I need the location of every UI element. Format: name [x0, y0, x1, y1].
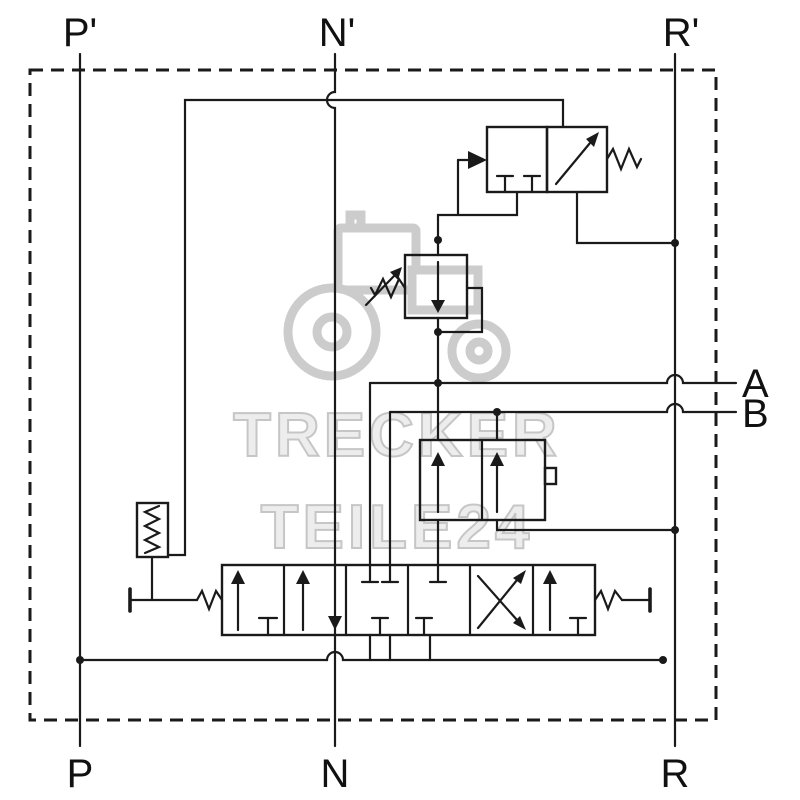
flow-arrowhead	[431, 300, 445, 313]
flow-arrowhead	[328, 616, 342, 630]
junction-dot	[671, 239, 679, 247]
flow-arrowhead	[296, 570, 310, 584]
pilot-spring-detent	[135, 501, 170, 602]
spring-icon	[369, 276, 407, 300]
junction-dot	[671, 526, 679, 534]
line-port-b	[388, 402, 738, 414]
spring-icon	[605, 146, 643, 172]
port-labels: P' N' R' P N R A B	[63, 11, 769, 796]
check-arrowhead	[431, 452, 445, 466]
label-n-prime: N'	[319, 11, 356, 55]
label-p-prime: P'	[63, 11, 97, 55]
port-lines	[78, 52, 677, 748]
check-arrowhead	[490, 452, 504, 466]
junction-dot	[76, 656, 84, 664]
junction-dot	[434, 236, 442, 244]
spring-icon	[142, 504, 162, 555]
label-a: A	[742, 362, 769, 406]
flow-arrowhead	[586, 132, 599, 147]
flow-arrowhead	[513, 570, 526, 584]
spring-icon	[195, 588, 224, 613]
junction-dot	[659, 656, 667, 664]
adjust-arrowhead	[390, 267, 402, 280]
watermark: TRECKER TEILE24	[232, 210, 558, 563]
label-p: P	[67, 752, 94, 796]
tractor-icon	[283, 210, 511, 383]
check-valve-block	[418, 438, 679, 567]
label-b: B	[742, 392, 769, 436]
label-n: N	[321, 752, 350, 796]
watermark-text-line2: TEILE24	[261, 493, 534, 562]
pilot-tab	[543, 466, 558, 486]
drain-line	[76, 633, 667, 664]
work-port-lines	[368, 373, 738, 567]
line-port-a	[368, 373, 738, 385]
pilot-line	[166, 98, 565, 557]
junction-dot	[546, 574, 554, 582]
flow-arrowhead	[231, 570, 245, 584]
label-r-prime: R'	[663, 11, 700, 55]
pilot-arrowhead	[468, 151, 487, 169]
flow-arrowhead	[513, 616, 526, 630]
main-directional-valve	[128, 563, 652, 637]
valve-block-boundary	[28, 68, 718, 722]
pilot-valve-3-2	[434, 125, 679, 257]
label-r: R	[661, 752, 690, 796]
pressure-relief-valve	[364, 253, 484, 385]
spring-icon	[593, 588, 624, 613]
line-port-n	[325, 52, 337, 748]
